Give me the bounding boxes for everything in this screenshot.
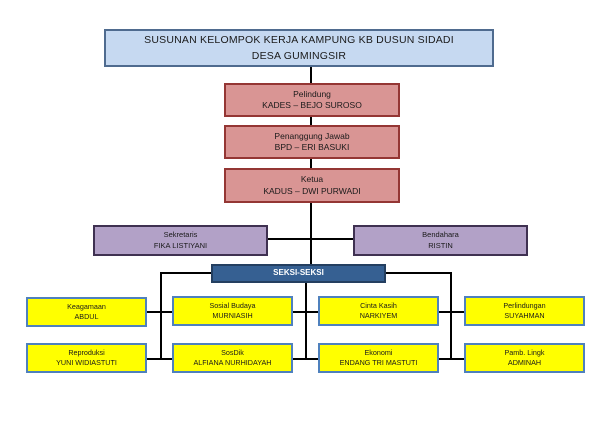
node-name: YUNI WIDIASTUTI	[56, 358, 117, 367]
node-role: Penanggung Jawab	[274, 130, 350, 141]
chart-subtitle: DESA GUMINGSIR	[251, 50, 347, 62]
node-name: ALFIANA NURHIDAYAH	[193, 358, 272, 367]
node-keagamaan: Keagamaan ABDUL	[26, 297, 147, 327]
connector-row1-center	[293, 311, 318, 313]
node-label: SEKSI-SEKSI	[273, 268, 324, 278]
node-role: Sosial Budaya	[209, 301, 256, 311]
node-reproduksi: Reproduksi YUNI WIDIASTUTI	[26, 343, 147, 373]
node-role: Perlindungan	[503, 301, 546, 311]
connector-row2-right	[439, 358, 464, 360]
node-name: KADUS – DWI PURWADI	[263, 185, 361, 196]
node-name: SUYAHMAN	[504, 311, 545, 320]
node-name: RISTIN	[428, 240, 453, 250]
node-bendahara: Bendahara RISTIN	[353, 225, 528, 256]
node-ekonomi: Ekonomi ENDANG TRI MASTUTI	[318, 343, 439, 373]
node-name: ADMINAH	[507, 358, 542, 367]
chart-title-box: SUSUNAN KELOMPOK KERJA KAMPUNG KB DUSUN …	[104, 29, 494, 67]
node-role: Keagamaan	[67, 302, 106, 312]
connector-row2-center	[293, 358, 318, 360]
node-role: Sekretaris	[163, 230, 198, 240]
node-role: Bendahara	[422, 230, 459, 240]
node-sekretaris: Sekretaris FIKA LISTIYANI	[93, 225, 268, 256]
node-role: Pamb. Lingk	[504, 348, 545, 358]
connector-staff-horizontal	[267, 238, 353, 240]
node-pamb-lingk: Pamb. Lingk ADMINAH	[464, 343, 585, 373]
connector-seksi-right	[386, 272, 452, 274]
node-ketua: Ketua KADUS – DWI PURWADI	[224, 168, 400, 203]
connector-row2-left	[147, 358, 172, 360]
connector-center-trunk	[305, 283, 307, 360]
connector-title-to-pelindung	[310, 67, 312, 83]
node-name: BPD – ERI BASUKI	[274, 142, 350, 152]
node-penanggung-jawab: Penanggung Jawab BPD – ERI BASUKI	[224, 125, 400, 159]
node-name: NARKIYEM	[359, 311, 398, 320]
node-role: Ketua	[300, 174, 324, 185]
connector-row1-right	[439, 311, 464, 313]
connector-penanggung-to-ketua	[310, 159, 312, 168]
node-name: ABDUL	[74, 312, 99, 321]
connector-left-trunk	[160, 272, 162, 360]
node-name: MURNIASIH	[212, 311, 253, 320]
node-role: Pelindung	[293, 88, 331, 99]
node-name: ENDANG TRI MASTUTI	[339, 358, 418, 367]
node-seksi-seksi: SEKSI-SEKSI	[211, 264, 386, 283]
node-role: Cinta Kasih	[360, 301, 397, 311]
node-pelindung: Pelindung KADES – BEJO SUROSO	[224, 83, 400, 117]
node-perlindungan: Perlindungan SUYAHMAN	[464, 296, 585, 326]
node-role: Ekonomi	[364, 348, 393, 358]
connector-ketua-to-seksi	[310, 203, 312, 264]
connector-pelindung-to-penanggung	[310, 116, 312, 125]
node-role: SosDik	[221, 348, 244, 358]
connector-right-trunk	[450, 272, 452, 360]
node-sosial-budaya: Sosial Budaya MURNIASIH	[172, 296, 293, 326]
connector-row1-left	[147, 311, 172, 313]
node-cinta-kasih: Cinta Kasih NARKIYEM	[318, 296, 439, 326]
connector-seksi-left	[160, 272, 211, 274]
node-name: FIKA LISTIYANI	[153, 240, 208, 250]
node-role: Reproduksi	[68, 348, 105, 358]
node-name: KADES – BEJO SUROSO	[262, 100, 362, 110]
chart-title: SUSUNAN KELOMPOK KERJA KAMPUNG KB DUSUN …	[144, 33, 454, 46]
node-sosdik: SosDik ALFIANA NURHIDAYAH	[172, 343, 293, 373]
